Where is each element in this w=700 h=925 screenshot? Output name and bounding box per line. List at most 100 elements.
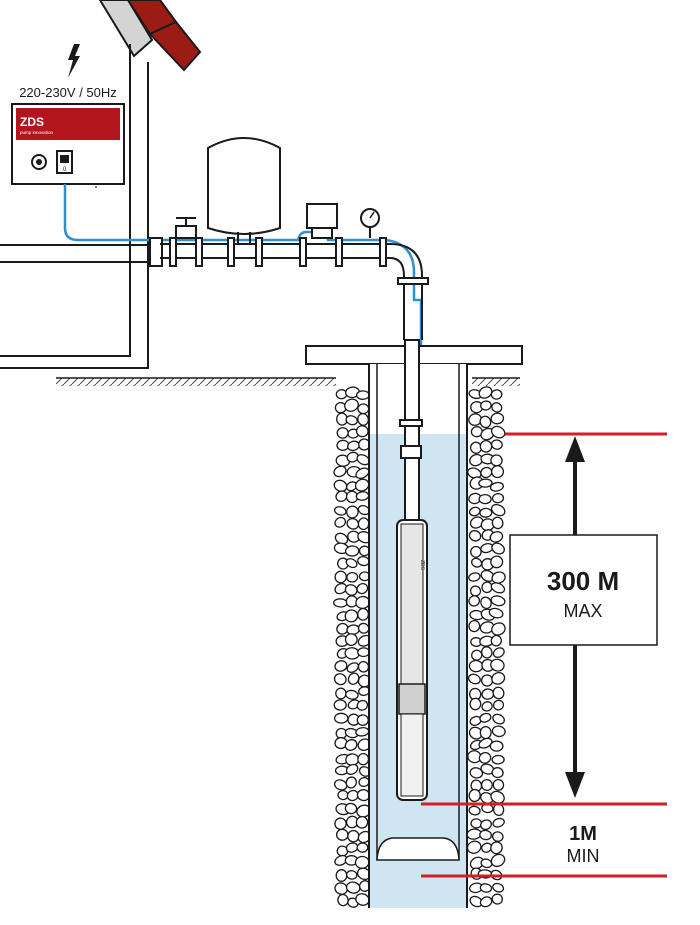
gravel-stone xyxy=(344,545,360,557)
gravel-stone xyxy=(470,818,483,829)
gravel-stone xyxy=(479,896,493,908)
gravel-stone xyxy=(335,490,348,502)
gravel-stone xyxy=(346,571,359,583)
gravel-stone xyxy=(334,516,347,528)
gravel-stone xyxy=(335,828,349,841)
gravel-stone xyxy=(491,571,506,584)
gravel-stone xyxy=(480,596,492,610)
gravel-stone xyxy=(491,754,505,765)
gravel-stone xyxy=(345,558,358,569)
gravel-stone xyxy=(480,858,493,869)
gravel-stone xyxy=(470,557,483,568)
gravel-stone xyxy=(490,658,505,672)
gravel-stone xyxy=(479,415,492,429)
pump-label: ZDS xyxy=(419,560,425,571)
gravel-stone xyxy=(335,687,347,700)
gravel-stone xyxy=(491,767,504,779)
gravel-stone xyxy=(337,893,349,907)
gravel-stone xyxy=(335,869,348,882)
max-depth-box xyxy=(509,534,658,646)
gate-valve xyxy=(175,217,197,239)
controller-brand: ZDS xyxy=(20,115,44,129)
gravel-stone xyxy=(490,503,506,517)
gravel-stone xyxy=(468,659,484,673)
gravel-stone xyxy=(490,389,503,400)
gravel-stone xyxy=(334,882,348,895)
gravel-stone xyxy=(336,427,349,439)
gravel-stone xyxy=(479,507,493,518)
gravel-stone xyxy=(333,673,347,686)
gravel-stone xyxy=(469,516,484,529)
gravel-stone xyxy=(468,506,481,517)
gravel-stone xyxy=(490,853,506,868)
gravel-stone xyxy=(492,817,505,828)
gravel-stone xyxy=(492,647,505,658)
gravel-stone xyxy=(490,595,506,607)
gravel-stone xyxy=(345,870,358,880)
gravel-stone xyxy=(491,672,506,685)
gravel-stone xyxy=(468,572,481,582)
gravel-stone xyxy=(479,712,492,723)
gravel-stone xyxy=(492,778,505,791)
gravel-stone xyxy=(491,893,504,905)
gravel-stone xyxy=(478,751,492,764)
pressure-switch xyxy=(306,203,338,239)
pump-controller: ZDS pump innovation 0 xyxy=(11,103,125,188)
gravel-stone xyxy=(490,454,503,467)
gravel-stone xyxy=(334,817,347,830)
gravel-stone xyxy=(469,767,484,779)
gravel-stone xyxy=(355,595,371,610)
gravel-stone xyxy=(490,841,503,855)
gravel-stone xyxy=(354,478,370,492)
gravel-stone xyxy=(357,403,370,415)
gravel-stone xyxy=(334,570,347,584)
gravel-stone xyxy=(492,686,505,700)
gravel-stone xyxy=(337,789,349,801)
gravel-stone xyxy=(491,725,506,738)
pressure-tank xyxy=(207,137,281,244)
gravel-stone xyxy=(490,634,502,647)
gravel-stone xyxy=(357,752,370,766)
gravel-stone xyxy=(357,412,370,426)
gravel-stone xyxy=(354,855,370,869)
gravel-stone xyxy=(468,530,482,542)
roof xyxy=(98,0,202,72)
gravel-stone xyxy=(478,737,493,749)
gravel-stone xyxy=(334,660,348,672)
lightning-icon xyxy=(68,44,80,78)
gravel-stone xyxy=(492,699,505,711)
gravel-stone xyxy=(346,517,360,530)
submersible-pump: ZDS xyxy=(396,519,428,801)
gravel-stone xyxy=(357,647,371,658)
gravel-stone xyxy=(491,493,505,504)
gravel-stone xyxy=(468,595,481,607)
gravel-stone xyxy=(333,598,348,608)
gravel-stone xyxy=(467,673,481,685)
gravel-stone xyxy=(492,713,505,725)
max-depth-value: 300 M xyxy=(547,566,619,596)
gravel-stone xyxy=(491,516,504,530)
gravel-stone xyxy=(479,725,492,740)
gravel-stone xyxy=(356,714,369,726)
min-depth-unit: MIN xyxy=(567,846,600,866)
gravel-stone xyxy=(490,412,505,425)
ground-surface xyxy=(56,377,520,386)
gravel-stone xyxy=(355,491,370,501)
switch-mark: 0 xyxy=(63,167,67,173)
gravel-stone xyxy=(344,609,359,623)
controller-tagline: pump innovation xyxy=(20,130,54,135)
gravel-stone xyxy=(333,465,347,478)
arrow-down-icon xyxy=(565,772,585,798)
gravel-stone xyxy=(357,517,370,531)
max-depth-unit: MAX xyxy=(563,601,602,621)
arrow-up-icon xyxy=(565,436,585,462)
gravel-stone xyxy=(334,582,348,595)
gravel-stone xyxy=(336,622,349,635)
gravel-stone xyxy=(481,688,495,700)
gravel-stone xyxy=(345,415,358,426)
gravel-stone xyxy=(490,555,504,569)
depth-markers: 300 M MAX 1M MIN xyxy=(421,432,667,878)
gravel-stone xyxy=(346,505,359,519)
gravel-stone xyxy=(468,805,481,816)
gravel-stone xyxy=(344,398,359,412)
